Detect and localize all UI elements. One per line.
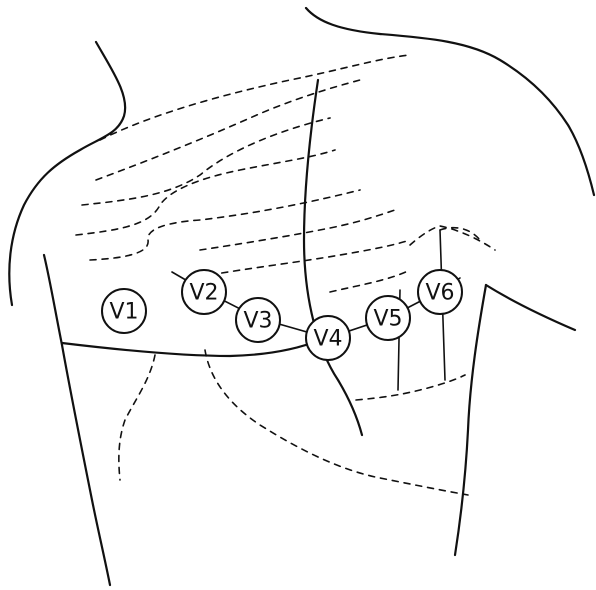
electrode-v3: V3 [236, 298, 280, 342]
electrode-v5-label: V5 [373, 307, 402, 332]
rib-contour-5 [90, 190, 360, 260]
electrode-v2: V2 [182, 270, 226, 314]
electrode-v3-label: V3 [243, 309, 272, 334]
rib-contour-7 [210, 240, 410, 275]
right-shoulder-outline [306, 8, 594, 195]
sternum-line [304, 80, 362, 435]
electrode-v5: V5 [366, 296, 410, 340]
right-torso-outline [455, 285, 486, 555]
rib-contour-10 [356, 375, 465, 400]
rib-contour-1 [100, 55, 410, 140]
electrode-v4-label: V4 [313, 327, 342, 352]
rib-contour-4 [76, 150, 335, 235]
rib-contour-9 [410, 226, 495, 250]
nipple-line [62, 340, 320, 356]
right-arm-outline [486, 285, 575, 330]
left-torso-outline [44, 255, 110, 585]
electrode-v6-label: V6 [425, 281, 454, 306]
electrode-v4: V4 [306, 316, 350, 360]
rib-contour-3 [82, 118, 330, 205]
neck-left-outline [9, 42, 125, 305]
electrode-v1-label: V1 [109, 300, 138, 325]
electrode-v2-label: V2 [189, 281, 218, 306]
abdomen-contour [205, 350, 468, 495]
rib-contour-8 [330, 270, 410, 292]
electrode-v1: V1 [102, 289, 146, 333]
electrode-v6: V6 [418, 270, 462, 314]
left-side-contour [119, 355, 155, 480]
